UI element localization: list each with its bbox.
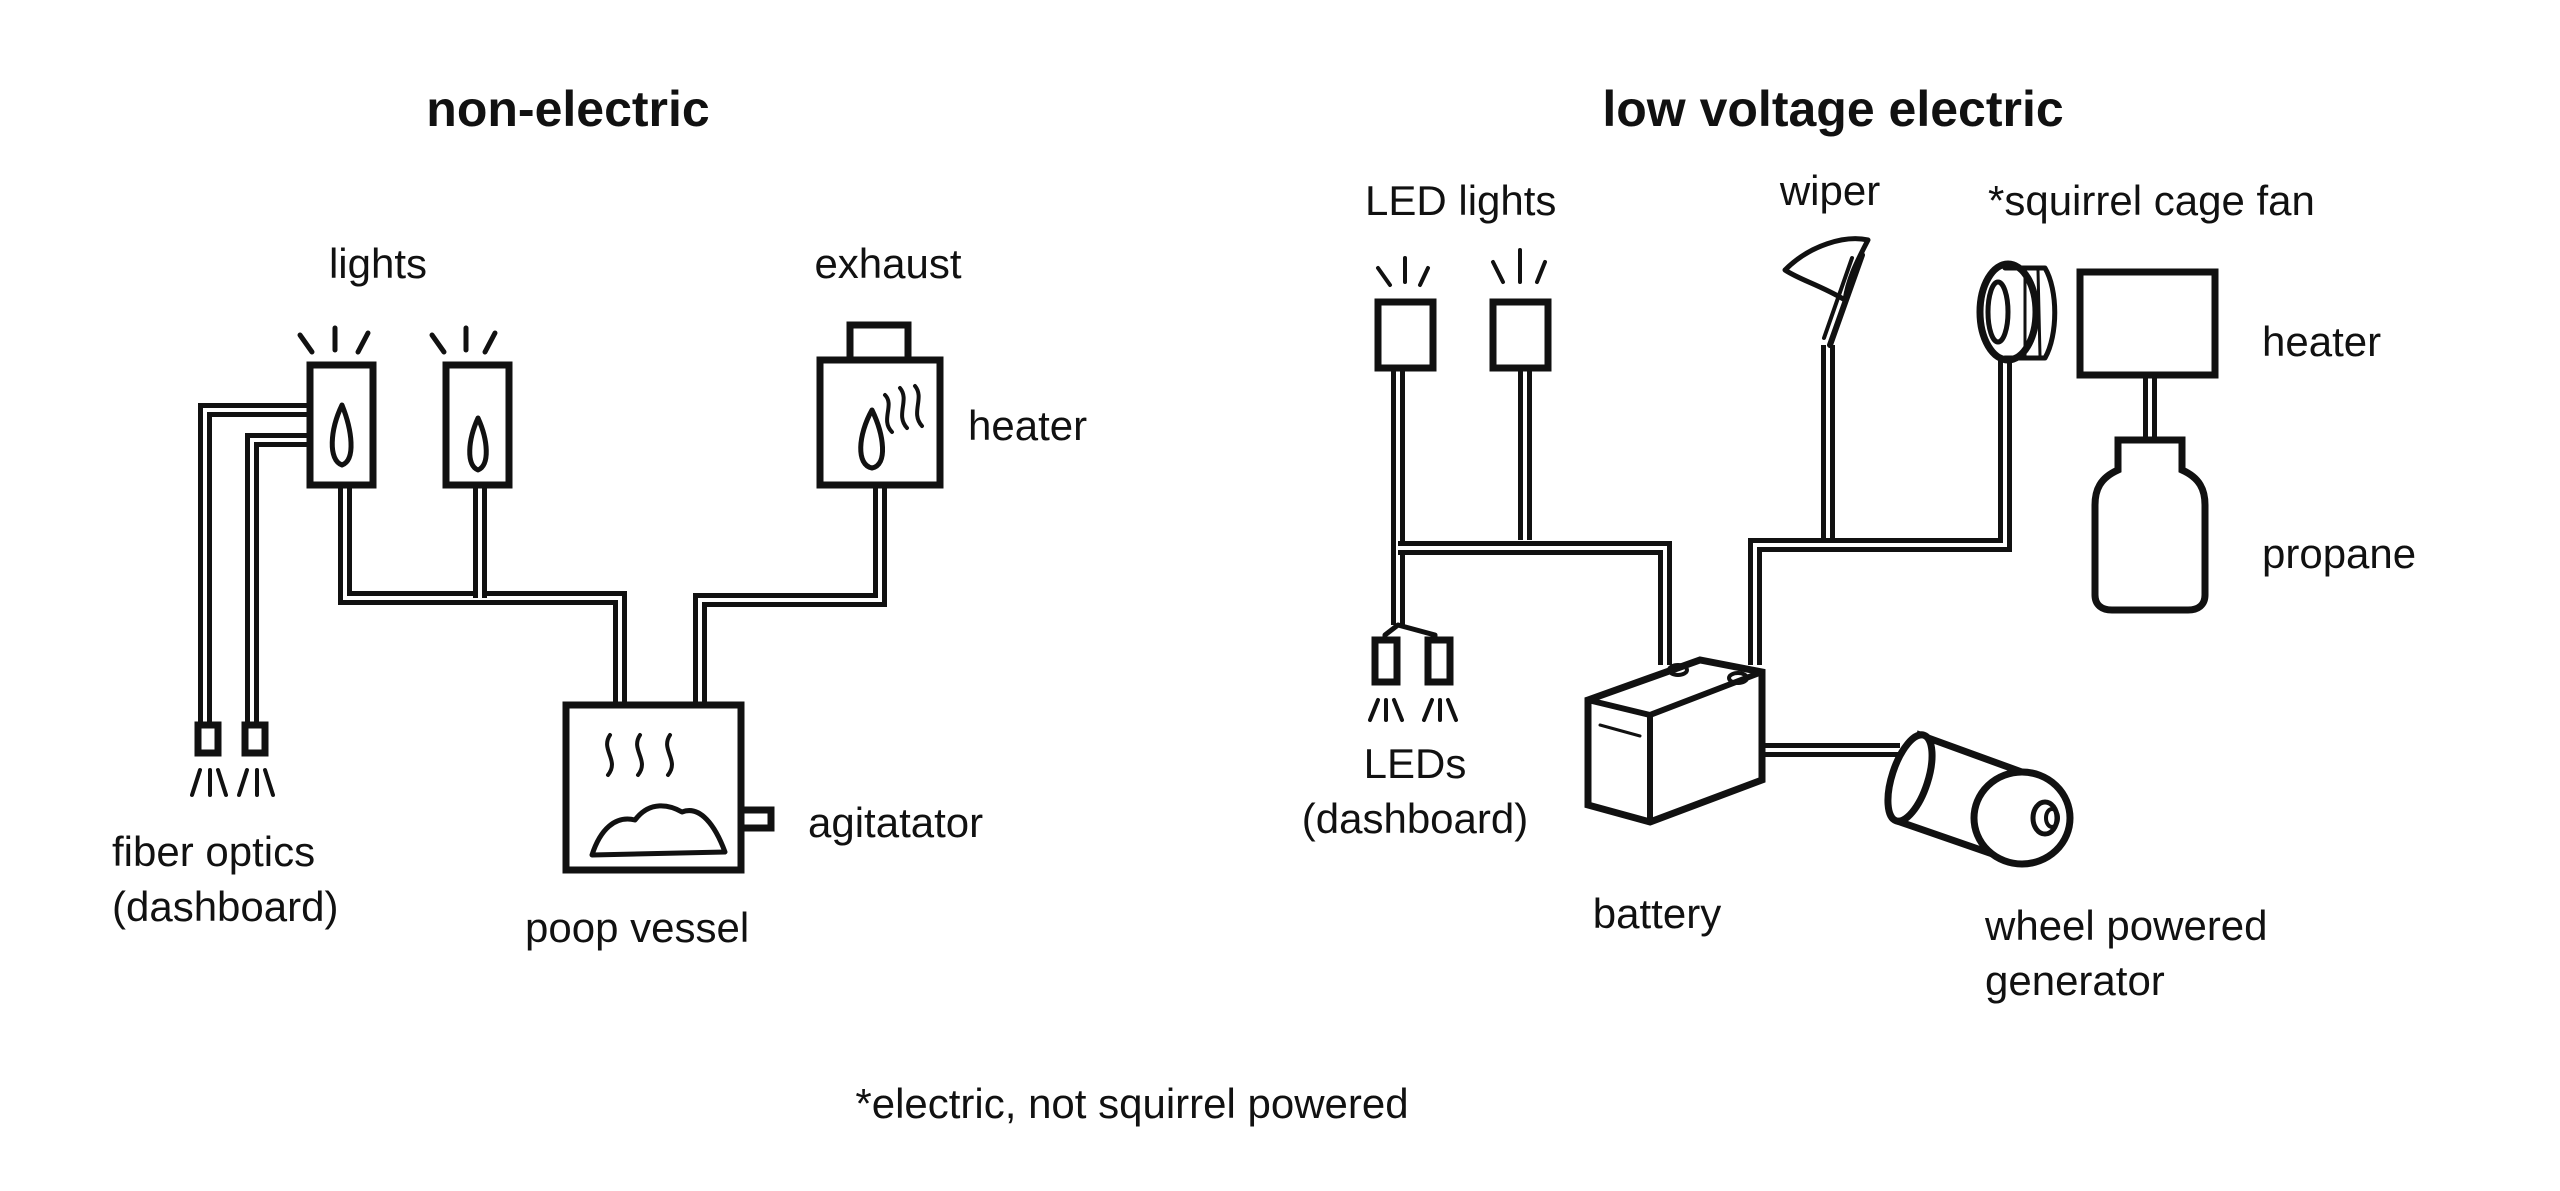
non-electric-pipes — [198, 403, 887, 725]
heater-unit — [2076, 268, 2219, 379]
poop-vessel — [562, 701, 775, 874]
flame-icon — [467, 415, 489, 473]
generator-sublabel: generator — [1985, 957, 2165, 1004]
light-rays-icon — [297, 325, 371, 355]
agitatator-label: agitatator — [808, 799, 983, 846]
electric-wires — [1391, 345, 2157, 757]
non-electric-title: non-electric — [426, 81, 709, 137]
heater-label: heater — [2262, 318, 2381, 365]
heat-wave-icon — [605, 733, 674, 777]
fiber-optic-ends — [190, 721, 275, 797]
leds-label: LEDs — [1364, 740, 1467, 787]
agitatator-handle — [737, 806, 775, 832]
propane-label: propane — [2262, 530, 2416, 577]
generator-label: wheel powered — [1984, 902, 2268, 949]
light-rays-icon — [1491, 248, 1547, 284]
leds-sublabel: (dashboard) — [1302, 795, 1528, 842]
dashboard-leds — [1368, 622, 1458, 722]
low-voltage-panel: low voltage electric LED lights — [1302, 81, 2416, 1004]
flame-icon — [858, 407, 886, 471]
led-lights-label: LED lights — [1365, 177, 1556, 224]
led-light-1 — [1374, 256, 1437, 372]
generator-icon — [1884, 730, 2074, 868]
propane-tank-icon — [2091, 436, 2209, 614]
lights-label: lights — [329, 240, 427, 287]
wiper-icon — [1782, 236, 1871, 348]
light-lamp-1 — [297, 325, 377, 489]
heater-label: heater — [968, 402, 1087, 449]
low-voltage-title: low voltage electric — [1602, 81, 2063, 137]
heat-wave-icon — [883, 384, 924, 434]
squirrel-cage-fan-label: *squirrel cage fan — [1988, 177, 2315, 224]
exhaust-pipe — [846, 321, 912, 364]
poop-vessel-label: poop vessel — [525, 904, 749, 951]
light-rays-icon — [1368, 698, 1458, 722]
fan-icon — [1976, 260, 2058, 364]
heater-unit — [816, 356, 944, 489]
light-rays-icon — [190, 768, 275, 797]
led-light-2 — [1489, 248, 1552, 372]
footnote: *electric, not squirrel powered — [855, 1080, 1408, 1127]
fiber-optics-label: fiber optics — [112, 828, 315, 875]
exhaust-label: exhaust — [814, 240, 961, 287]
light-rays-icon — [1376, 256, 1430, 287]
battery-label: battery — [1593, 890, 1721, 937]
light-rays-icon — [429, 325, 498, 355]
battery-icon — [1584, 656, 1766, 826]
wiper-label: wiper — [1779, 167, 1880, 214]
non-electric-panel: non-electric lights — [112, 81, 1087, 951]
fiber-optics-sublabel: (dashboard) — [112, 883, 338, 930]
flame-icon — [329, 402, 354, 468]
light-lamp-2 — [429, 325, 513, 489]
